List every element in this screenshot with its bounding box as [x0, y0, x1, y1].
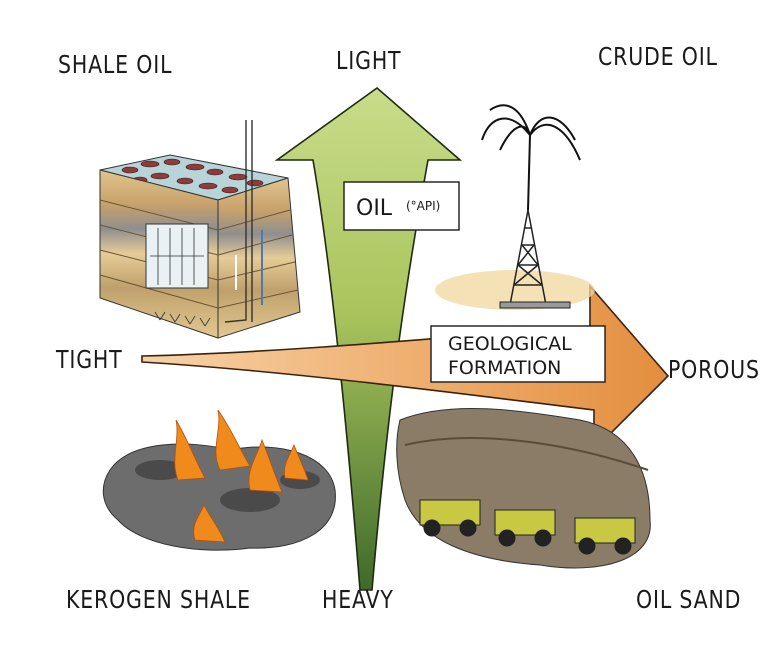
horizontal-arrow: [141, 283, 670, 452]
crude-oil-illustration: [435, 104, 595, 310]
geological-formation-box: GEOLOGICAL FORMATION: [430, 325, 606, 383]
formation-label: FORMATION: [448, 357, 561, 379]
oil-sand-label: OIL SAND: [636, 585, 742, 614]
porous-label: POROUS: [668, 355, 760, 384]
crude-oil-label: CRUDE OIL: [598, 42, 718, 71]
light-label: LIGHT: [336, 46, 402, 75]
shale-oil-label: SHALE OIL: [58, 50, 173, 79]
geological-label: GEOLOGICAL: [448, 333, 572, 355]
oil-api-unit: (°API): [406, 199, 440, 213]
tight-label: TIGHT: [56, 345, 123, 374]
oil-api-box: OIL (°API): [343, 181, 460, 231]
shale-oil-illustration: [99, 120, 301, 339]
kerogen-shale-label: KEROGEN SHALE: [66, 585, 251, 614]
kerogen-shale-illustration: [102, 409, 336, 551]
heavy-label: HEAVY: [322, 585, 394, 614]
oil-sand-illustration: [396, 407, 651, 569]
oil-api-label: OIL: [356, 196, 393, 221]
